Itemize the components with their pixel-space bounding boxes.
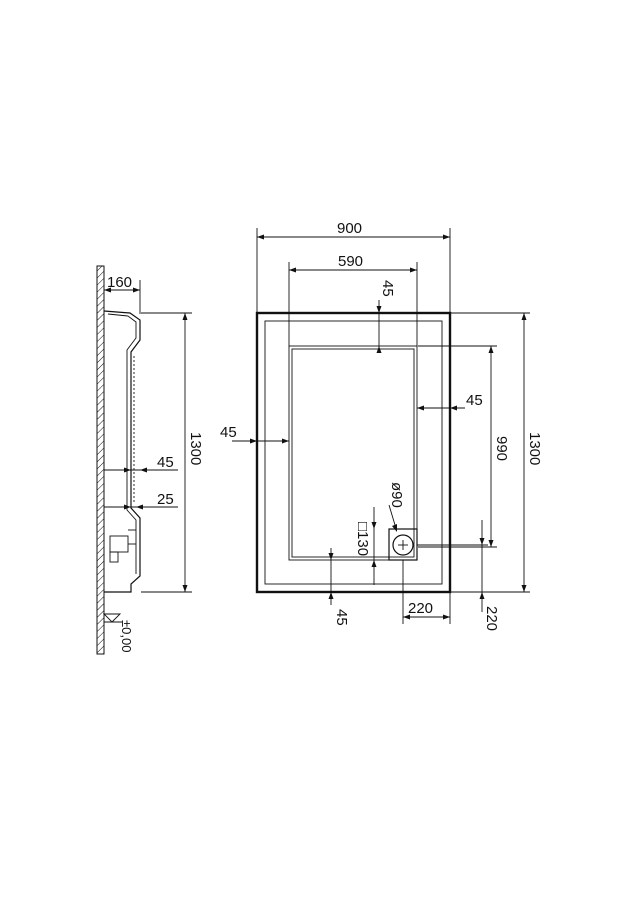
right-rim-label: 45 bbox=[466, 392, 483, 409]
drain-square-label: □130 bbox=[354, 522, 371, 556]
left-rim-label: 45 bbox=[220, 424, 237, 441]
overall-length-label: 1300 bbox=[526, 432, 543, 465]
wall-hatch bbox=[96, 265, 105, 655]
drain-y-offset-label: 220 bbox=[483, 606, 500, 631]
drain-diameter-label: ø90 bbox=[388, 482, 405, 508]
inner-length-label: 990 bbox=[493, 436, 510, 461]
inner-width-label: 590 bbox=[338, 253, 363, 270]
tray-profile bbox=[103, 310, 141, 593]
side-view: 160 1300 45 25 ±0,00 bbox=[96, 265, 204, 655]
overall-width-label: 900 bbox=[337, 220, 362, 237]
drain-x-offset-label: 220 bbox=[408, 600, 433, 617]
side-rim-label: 45 bbox=[157, 454, 174, 471]
tray-profile-inner bbox=[107, 313, 137, 574]
side-floor-offset-label: 25 bbox=[157, 491, 174, 508]
side-length-label: 1300 bbox=[187, 432, 204, 465]
drain-circle bbox=[392, 534, 414, 556]
tray-basin bbox=[288, 345, 418, 561]
level-label: ±0,00 bbox=[119, 620, 134, 652]
bottom-rim-label: 45 bbox=[333, 609, 350, 626]
drain-outlet bbox=[109, 551, 119, 563]
tray-outer bbox=[255, 311, 452, 594]
top-rim-label: 45 bbox=[379, 280, 396, 297]
tray-rim-line bbox=[264, 320, 443, 585]
side-depth-label: 160 bbox=[107, 274, 132, 291]
drain-body bbox=[109, 535, 129, 553]
plan-view: 900 590 45 45 45 990 bbox=[220, 220, 543, 631]
